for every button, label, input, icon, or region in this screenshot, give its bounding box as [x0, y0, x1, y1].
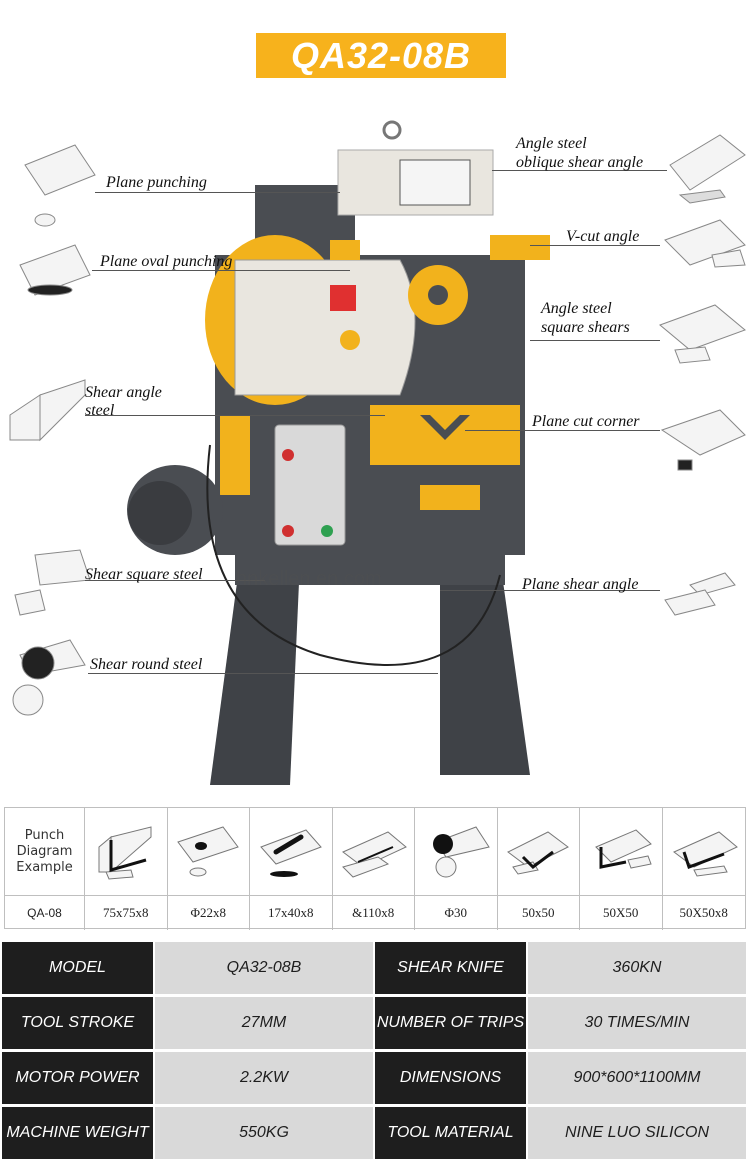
punch-diagram-table: Punch Diagram Example QA-08 75x75x8 Φ22x… — [4, 807, 746, 930]
spec-label: TOOL STROKE — [2, 997, 153, 1049]
machine-illustration: Plane punching Plane oval punching Shear… — [0, 95, 750, 795]
watermark: hnkellen.en.com — [236, 568, 382, 590]
punch-value: 17x40x8 — [250, 896, 333, 930]
callout-shear-round-steel: Shear round steel — [90, 656, 203, 673]
machine-drawing — [9, 120, 746, 785]
punch-row-label: QA-08 — [5, 896, 85, 930]
title-banner: QA32-08B — [256, 33, 506, 78]
callout-angle-square-line1: Angle steel — [541, 300, 612, 317]
callout-shear-angle-steel-line2: steel — [85, 402, 115, 419]
punch-header-label: Punch Diagram Example — [5, 808, 85, 896]
callout-plane-cut-corner: Plane cut corner — [532, 413, 640, 430]
callout-plane-punching: Plane punching — [106, 174, 207, 191]
callout-angle-oblique-line1: Angle steel — [516, 135, 587, 152]
diagram-v-cut — [497, 808, 580, 896]
punch-value: 50X50x8 — [679, 905, 728, 920]
spec-label: DIMENSIONS — [375, 1052, 526, 1104]
punch-value: Φ22x8 — [168, 896, 250, 930]
callout-angle-square-line2: square shears — [541, 319, 630, 336]
spec-value: 2.2KW — [155, 1052, 373, 1104]
diagram-square-shear — [580, 808, 663, 896]
punch-value: 50X50 — [580, 896, 663, 930]
callout-plane-oval-punching: Plane oval punching — [100, 253, 233, 270]
spec-label: MODEL — [2, 942, 153, 994]
page-title: QA32-08B — [290, 34, 472, 76]
callout-shear-square-steel: Shear square steel — [85, 566, 203, 583]
callout-v-cut-angle: V-cut angle — [566, 228, 640, 245]
diagram-oblique-shear — [662, 808, 745, 896]
diagram-punching — [167, 808, 250, 896]
diagram-angle-shear — [85, 808, 168, 896]
spec-label: NUMBER OF TRIPS — [375, 997, 526, 1049]
diagram-round-steel — [415, 808, 498, 896]
specs-table: MODEL QA32-08B SHEAR KNIFE 360KN TOOL ST… — [2, 942, 748, 1160]
diagram-plane-shear — [332, 808, 415, 896]
diagram-oval-punching — [250, 808, 333, 896]
spec-value: QA32-08B — [155, 942, 373, 994]
punch-value: Φ30 — [415, 896, 498, 930]
spec-label: SHEAR KNIFE — [375, 942, 526, 994]
spec-value: 27MM — [155, 997, 373, 1049]
punch-value: 50x50 — [498, 896, 580, 930]
spec-value: 550KG — [155, 1107, 373, 1159]
punch-value: 75x75x8 — [85, 896, 168, 930]
spec-value: 900*600*1100MM — [528, 1052, 746, 1104]
spec-value: 30 TIMES/MIN — [528, 997, 746, 1049]
spec-label: MACHINE WEIGHT — [2, 1107, 153, 1159]
callout-shear-angle-steel-line1: Shear angle — [85, 384, 162, 401]
spec-label: MOTOR POWER — [2, 1052, 153, 1104]
spec-label: TOOL MATERIAL — [375, 1107, 526, 1159]
spec-value: NINE LUO SILICON — [528, 1107, 746, 1159]
callout-plane-shear-angle: Plane shear angle — [522, 576, 639, 593]
punch-value: &110x8 — [333, 896, 415, 930]
callout-angle-oblique-line2: oblique shear angle — [516, 154, 644, 171]
spec-value: 360KN — [528, 942, 746, 994]
